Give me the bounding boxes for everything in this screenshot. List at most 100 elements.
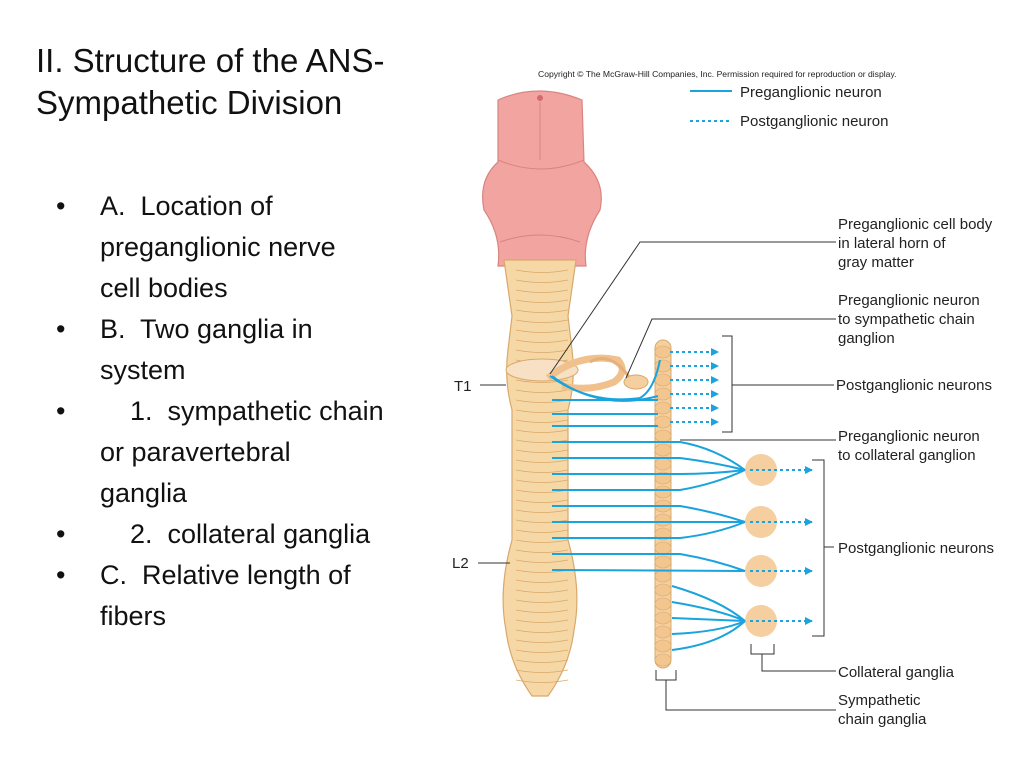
cord-segment-line [515,559,569,563]
chain-ganglion-bead [654,373,672,387]
cord-segment-line [515,609,569,613]
bullet-line: cell bodies [100,273,228,303]
preganglionic-fiber [552,441,746,471]
cord-segment-line [515,279,569,283]
figure-legend: Preganglionic neuron Postganglionic neur… [690,84,888,130]
collateral-ganglion [745,555,777,587]
chain-ganglion-bead [654,597,672,611]
chain-ganglia-bracket [655,670,836,711]
cord-segment-line [515,349,569,353]
cord-segment-line [515,269,569,273]
bullet-line: or paravertebral [100,437,291,467]
sympathetic-division-figure: Copyright © The McGraw-Hill Companies, I… [440,60,1024,760]
cord-segment-line [515,389,569,393]
cord-segment-lines [515,269,569,683]
label-post-upper: Postganglionic neurons [836,377,992,394]
cord-segment-line [515,319,569,323]
chain-ganglion-bead [654,345,672,359]
sympathetic-chain [654,339,672,669]
copyright-notice: Copyright © The McGraw-Hill Companies, I… [538,69,897,79]
postganglionic-collateral-fibers [750,466,813,625]
chain-ganglion-bead [654,555,672,569]
spinal-cord [502,259,579,697]
pre-to-chain-leader [625,318,836,379]
preganglionic-fiber [671,585,746,622]
bullet-collateral-ganglia: • 2. collateral ganglia [56,514,436,555]
cord-segment-line [515,589,569,593]
cord-segment-line [515,449,569,453]
slide-title: II. Structure of the ANS- Sympathetic Di… [36,40,456,124]
bullet-mark: • [56,191,66,221]
chain-ganglion-bead [654,485,672,499]
cord-segment-line [515,339,569,343]
preganglionic-fiber [551,569,746,572]
collateral-ganglia-bracket [750,644,836,672]
bullet-mark: • [56,314,66,344]
bullet-mark: • [56,396,66,426]
bullet-mark: • [56,519,66,549]
cord-segment-line [515,429,569,433]
legend-postganglionic: Postganglionic neuron [740,113,888,130]
leader-lines [549,241,836,711]
chain-ganglion-bead [654,569,672,583]
cord-segment-line [515,579,569,583]
cord-segment-line [515,509,569,513]
cord-segment-line [515,479,569,483]
chain-ganglion-bead [654,653,672,667]
label-pre-to-collateral: Preganglionic neuron to collateral gangl… [838,428,984,464]
cord-segment-line [515,529,569,533]
bullet-line: preganglionic nerve [100,232,336,262]
cord-segment-line [515,379,569,383]
collateral-ganglion [745,605,777,637]
title-line-1: II. Structure of the ANS- [36,42,385,79]
bullet-sympathetic-chain: • 1. sympathetic chain or paravertebral … [56,391,436,514]
cord-segment-line [515,469,569,473]
cord-segment-line [515,409,569,413]
postganglionic-chain-fibers [670,348,719,426]
t1-label: T1 [454,378,472,395]
brainstem [482,90,602,267]
preganglionic-fiber [551,375,659,402]
chain-ganglion-bead [654,401,672,415]
preganglionic-fiber [671,620,746,635]
central-canal [537,95,543,101]
chain-ganglion-bead [654,583,672,597]
brainstem-shape [482,90,602,267]
preganglionic-fiber [552,505,746,523]
cord-segment-line [515,419,569,423]
post-upper-bracket [722,335,834,433]
chain-ganglion-bead [654,387,672,401]
cord-segment-line [515,639,569,643]
post-lower-bracket [812,459,834,637]
chain-ganglion-bead [654,541,672,555]
chain-ganglion-bead [654,639,672,653]
sympathetic-diagram: Copyright © The McGraw-Hill Companies, I… [452,69,994,728]
l2-label: L2 [452,555,469,572]
cell-body-leader [549,241,836,375]
cord-segment-line [515,669,569,673]
preganglionic-to-collateral-fibers [551,441,746,651]
preganglionic-fiber [552,521,746,539]
preganglionic-fiber [552,457,746,471]
chain-ganglion-bead [654,457,672,471]
title-line-2: Sympathetic Division [36,84,343,121]
bullet-list: • A. Location of preganglionic nerve cel… [56,186,436,637]
preganglionic-fiber [552,553,746,572]
cord-segment-line [515,439,569,443]
chain-ganglion-bead [654,625,672,639]
bullet-line: fibers [100,601,167,631]
cord-segment-line [515,649,569,653]
chain-ganglion-bead [654,429,672,443]
cord-segment-line [515,299,569,303]
cord-segment-line [515,549,569,553]
label-collateral-ganglia: Collateral ganglia [838,664,955,681]
cord-segment-line [515,599,569,603]
label-pre-to-chain: Preganglionic neuron to sympathetic chai… [838,292,984,347]
legend-preganglionic: Preganglionic neuron [740,84,882,101]
chain-ganglion-bead [654,513,672,527]
cord-segment-line [515,289,569,293]
label-chain-ganglia: Sympathetic chain ganglia [838,692,927,728]
cord-segment-line [515,679,569,683]
bullet-line: system [100,355,186,385]
bullet-fiber-length: • C. Relative length of fibers [56,555,436,637]
